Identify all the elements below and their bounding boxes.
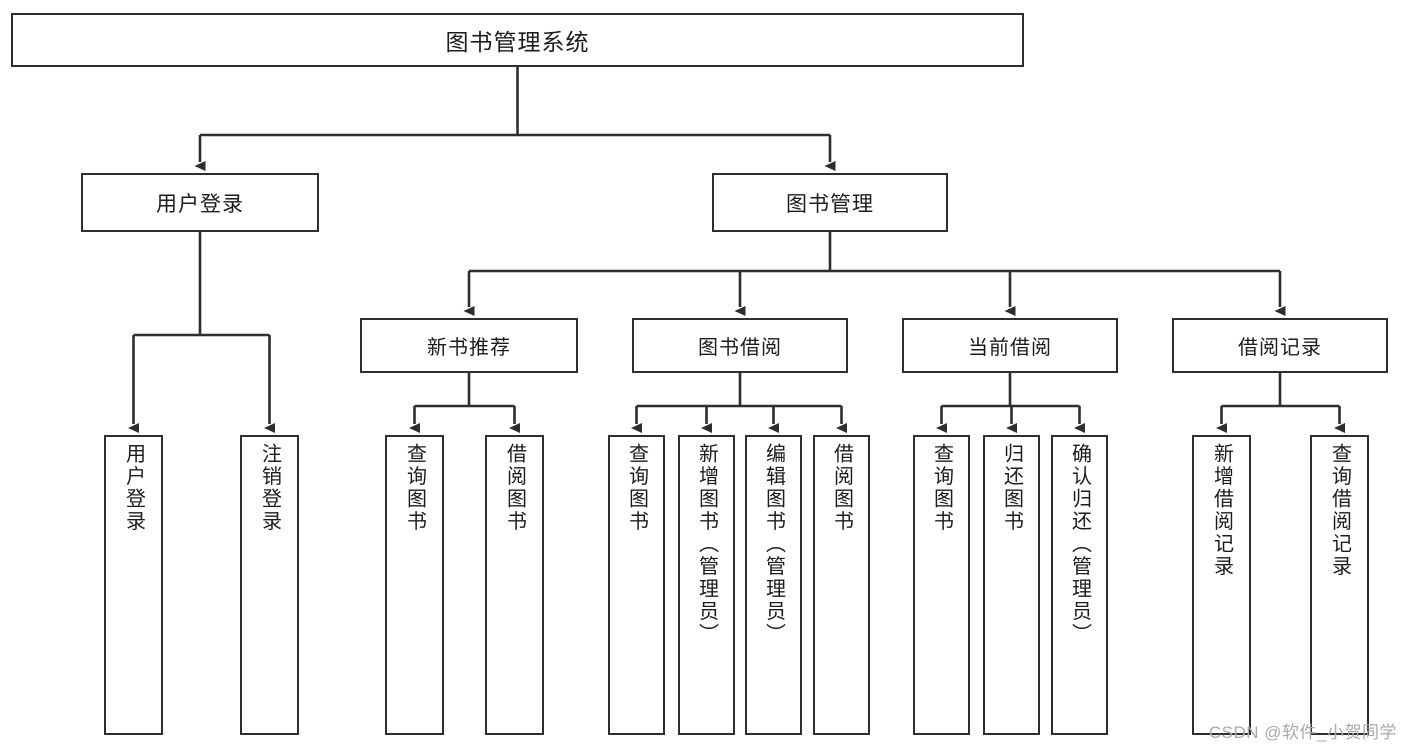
node-label: 新增借阅记录 bbox=[1210, 443, 1233, 578]
node-new-book-recommend[interactable]: 新书推荐 bbox=[360, 318, 578, 373]
node-label: 查询图书 bbox=[930, 443, 953, 533]
node-current-borrow[interactable]: 当前借阅 bbox=[902, 318, 1118, 373]
node-book-borrow[interactable]: 图书借阅 bbox=[632, 318, 848, 373]
node-borrow-record[interactable]: 借阅记录 bbox=[1172, 318, 1388, 373]
node-label: 新增图书（管理员） bbox=[695, 443, 718, 646]
node-add-borrow-record[interactable]: 新增借阅记录 bbox=[1192, 435, 1251, 735]
node-return-book[interactable]: 归还图书 bbox=[983, 435, 1040, 735]
node-label: 查询借阅记录 bbox=[1328, 443, 1351, 578]
node-label: 当前借阅 bbox=[968, 337, 1052, 359]
node-query-borrow-record[interactable]: 查询借阅记录 bbox=[1310, 435, 1369, 735]
node-label: 图书管理 bbox=[786, 192, 874, 216]
node-query-book-recommend[interactable]: 查询图书 bbox=[385, 435, 444, 735]
node-label: 借阅图书 bbox=[503, 443, 526, 533]
node-label: 用户登录 bbox=[156, 192, 244, 216]
node-label: 新书推荐 bbox=[427, 337, 511, 359]
node-confirm-return-admin[interactable]: 确认归还（管理员） bbox=[1051, 435, 1108, 735]
node-user-login-action[interactable]: 用户登录 bbox=[104, 435, 163, 735]
node-label: 编辑图书（管理员） bbox=[762, 443, 785, 646]
node-borrow-book-recommend[interactable]: 借阅图书 bbox=[485, 435, 544, 735]
node-label: 图书借阅 bbox=[698, 337, 782, 359]
node-label: 图书管理系统 bbox=[445, 29, 590, 55]
node-label: 查询图书 bbox=[625, 443, 648, 533]
node-label: 归还图书 bbox=[1000, 443, 1023, 533]
node-book-manage[interactable]: 图书管理 bbox=[712, 173, 948, 232]
node-borrow-book-action[interactable]: 借阅图书 bbox=[813, 435, 870, 735]
node-user-login[interactable]: 用户登录 bbox=[81, 173, 319, 232]
node-label: 注销登录 bbox=[258, 443, 281, 533]
node-root[interactable]: 图书管理系统 bbox=[11, 13, 1024, 67]
csdn-watermark: CSDN @软件_小贺同学 bbox=[1208, 723, 1397, 742]
node-label: 借阅记录 bbox=[1238, 337, 1322, 359]
node-logout-action[interactable]: 注销登录 bbox=[240, 435, 299, 735]
node-label: 确认归还（管理员） bbox=[1068, 443, 1091, 646]
node-edit-book-admin[interactable]: 编辑图书（管理员） bbox=[745, 435, 802, 735]
node-label: 用户登录 bbox=[122, 443, 145, 533]
node-label: 查询图书 bbox=[403, 443, 426, 533]
node-query-book-borrow[interactable]: 查询图书 bbox=[608, 435, 665, 735]
node-label: 借阅图书 bbox=[830, 443, 853, 533]
node-query-book-current[interactable]: 查询图书 bbox=[913, 435, 970, 735]
node-add-book-admin[interactable]: 新增图书（管理员） bbox=[678, 435, 735, 735]
